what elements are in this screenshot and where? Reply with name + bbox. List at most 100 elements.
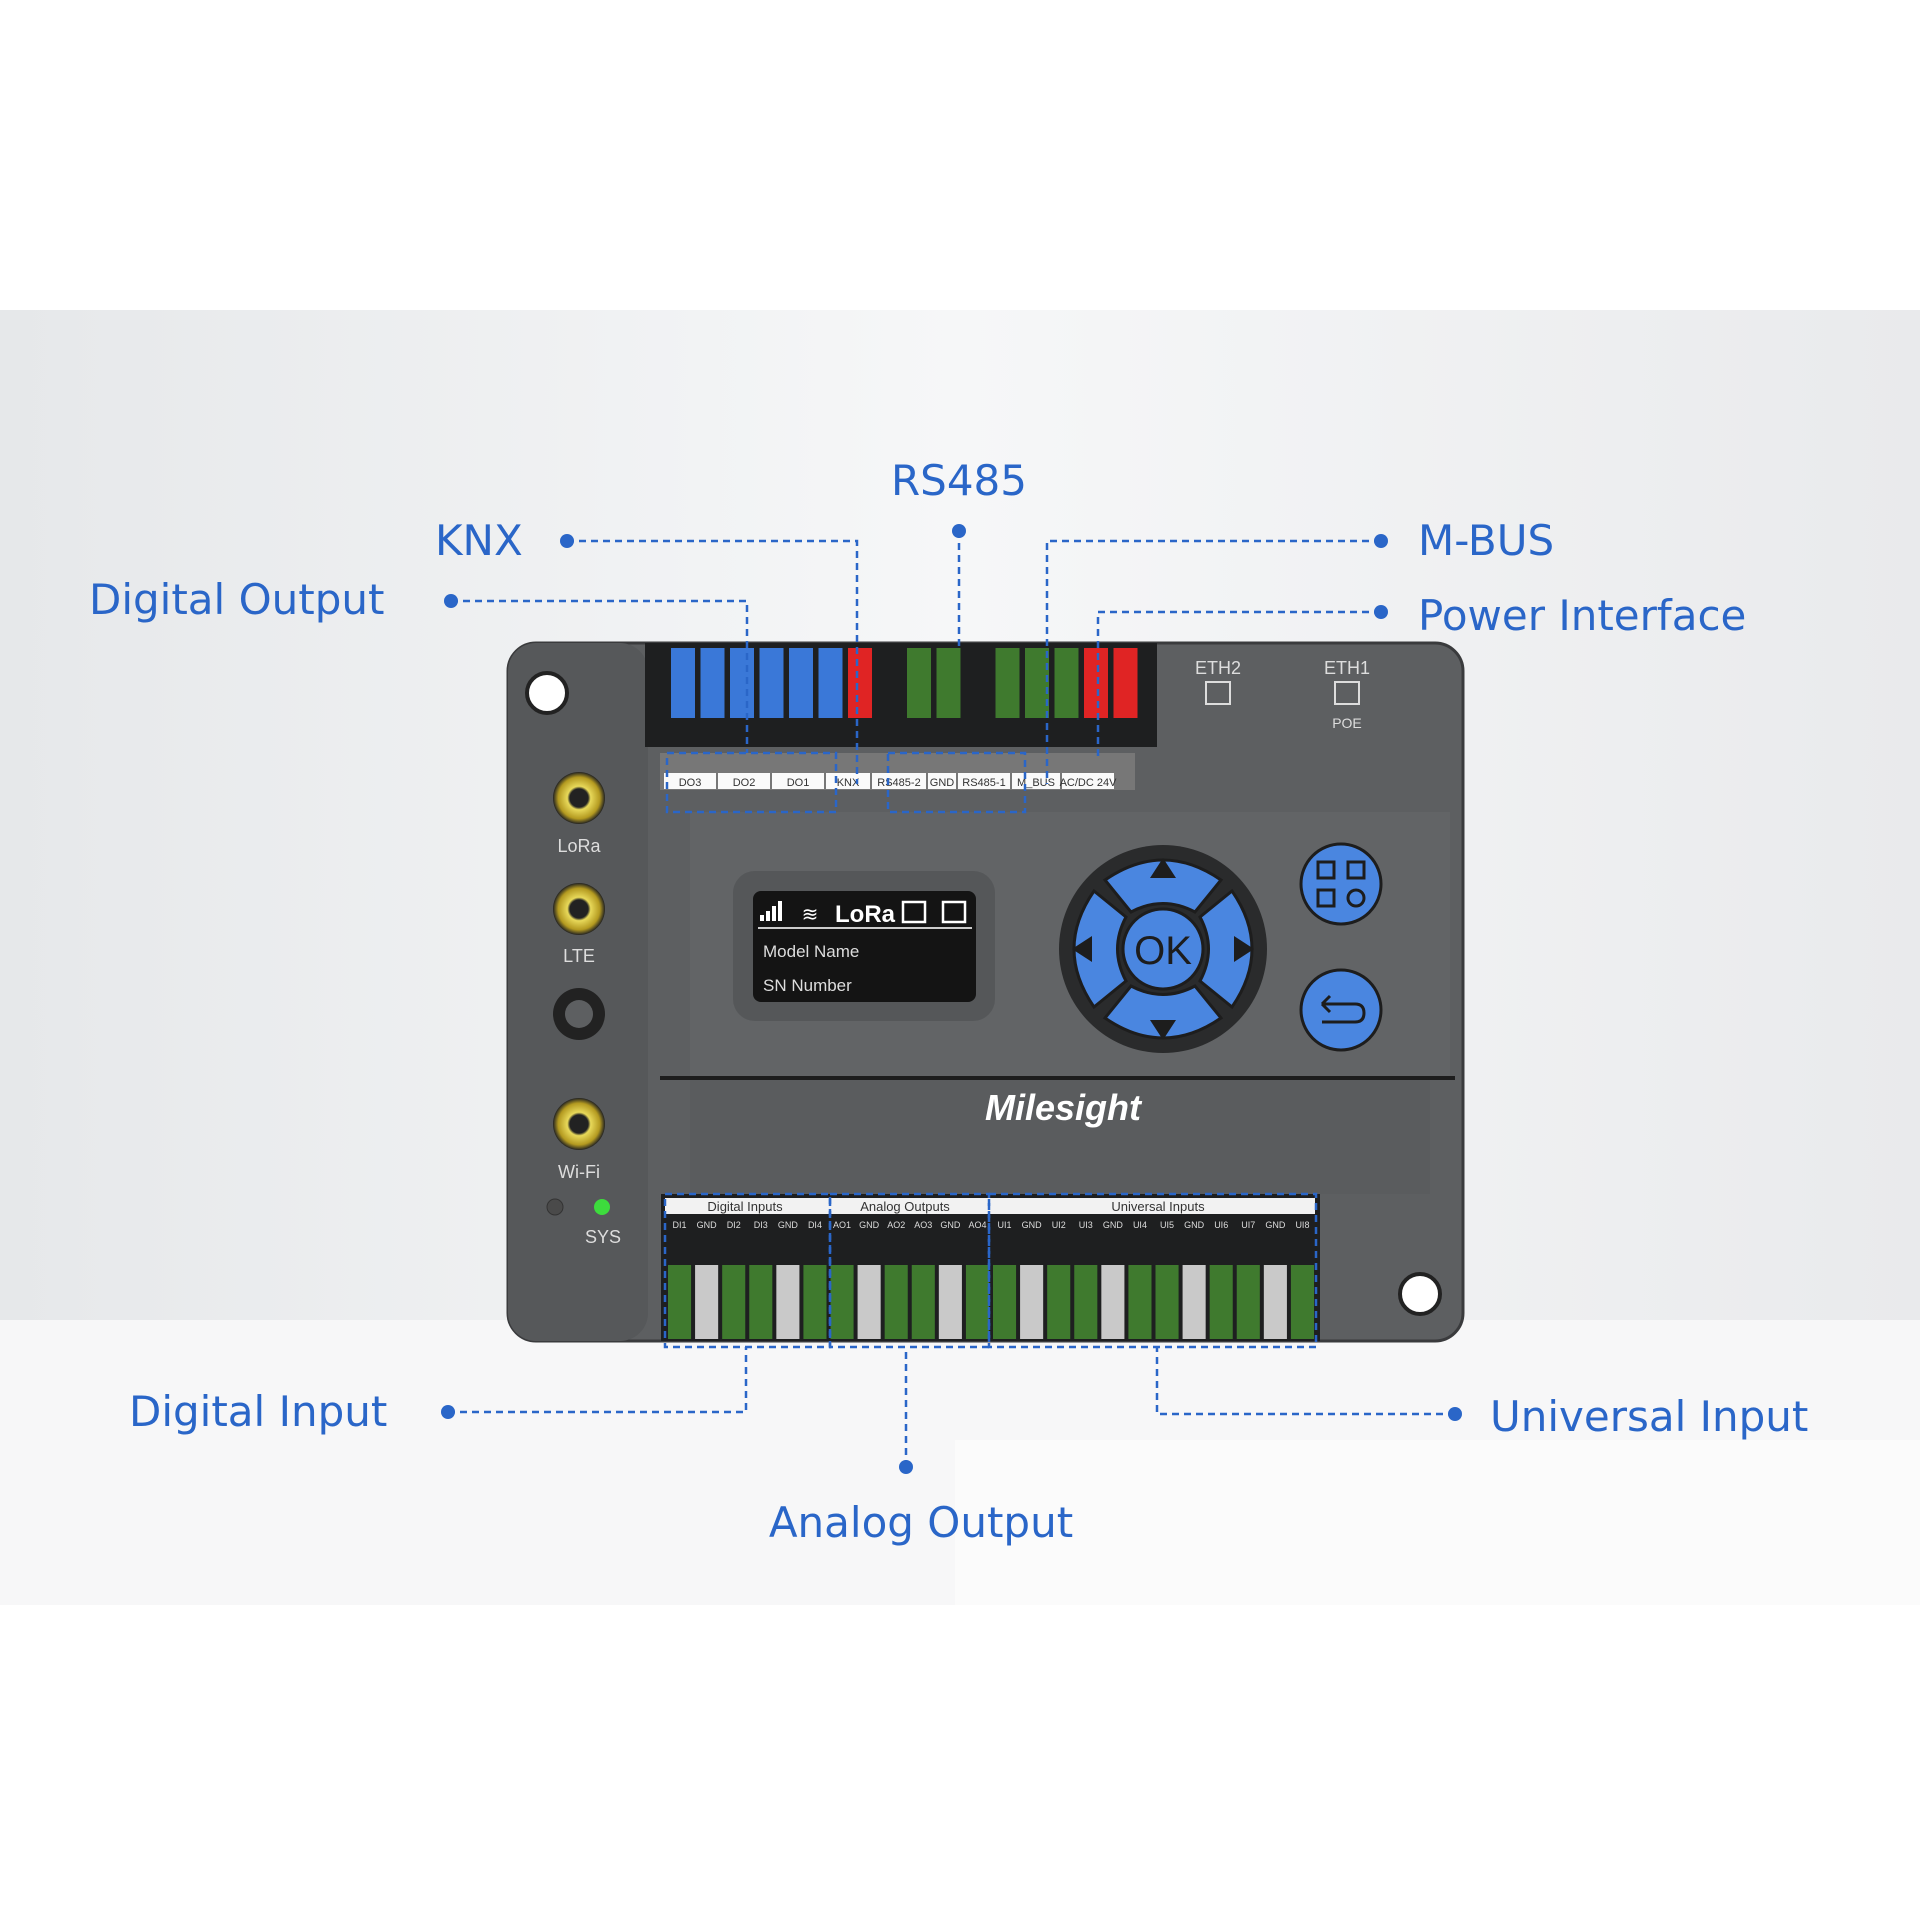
terminal-pin <box>848 648 872 718</box>
sys-led-icon <box>594 1199 610 1215</box>
terminal-label: RS485-1 <box>962 777 1005 789</box>
terminal-pin <box>1290 1265 1314 1339</box>
terminal-pin <box>1101 1265 1125 1339</box>
terminal-label-box <box>872 773 926 789</box>
terminal-label: DO1 <box>787 777 810 789</box>
callout-digital-input: Digital Input <box>129 1387 387 1436</box>
terminal-pin <box>730 648 754 718</box>
universal-input-leader <box>1155 1347 1455 1416</box>
pin-label: DI3 <box>754 1220 768 1230</box>
terminal-pin <box>938 1265 962 1339</box>
terminal-label-box <box>928 773 956 789</box>
d-pad: OK <box>1059 845 1267 1053</box>
left-arrow-icon <box>1072 936 1092 962</box>
callout-analog-output: Analog Output <box>769 1498 1073 1547</box>
screen-sn-number: SN Number <box>763 976 852 995</box>
lcd-screen <box>753 891 976 1002</box>
terminal-pin <box>965 1265 989 1339</box>
callout-digital-output: Digital Output <box>89 575 384 624</box>
eth2-label: ETH2 <box>1195 658 1241 678</box>
terminal-pin <box>830 1265 854 1339</box>
pin-label: AO4 <box>968 1220 986 1230</box>
pin-label: GND <box>697 1220 718 1230</box>
terminal-pin <box>749 1265 773 1339</box>
terminal-pin <box>1128 1265 1152 1339</box>
lte-antenna-connector <box>553 883 605 935</box>
terminal-label: KNX <box>837 777 860 789</box>
back-button[interactable] <box>1299 968 1383 1052</box>
left-button[interactable] <box>1072 888 1128 1010</box>
pin-label: UI1 <box>998 1220 1012 1230</box>
terminal-pin <box>936 648 961 718</box>
top-terminal-pins <box>671 648 1138 718</box>
back-arrow-icon <box>1320 994 1366 1024</box>
group-label-digital-inputs: Digital Inputs <box>707 1199 783 1214</box>
terminal-pin <box>722 1265 746 1339</box>
screen-model-name: Model Name <box>763 942 859 961</box>
terminal-pin <box>1074 1265 1098 1339</box>
menu-button[interactable] <box>1299 842 1383 926</box>
terminal-label: DO3 <box>679 777 702 789</box>
poe-label: POE <box>1332 715 1362 731</box>
eth-icon <box>901 900 927 924</box>
pin-label: DI1 <box>673 1220 687 1230</box>
terminal-pin <box>993 1265 1017 1339</box>
terminal-label-box <box>772 773 824 789</box>
terminal-label: AC/DC 24V <box>1060 777 1118 789</box>
terminal-pin <box>907 648 931 718</box>
signal-icon <box>760 901 782 921</box>
digital-input-highlight <box>663 1192 832 1349</box>
terminal-pin <box>1113 648 1138 718</box>
terminal-pin <box>789 648 813 718</box>
down-arrow-icon <box>1150 1020 1176 1040</box>
right-button[interactable] <box>1198 888 1254 1010</box>
wifi-label: Wi-Fi <box>558 1162 600 1182</box>
terminal-pin <box>911 1265 935 1339</box>
down-button[interactable] <box>1102 984 1224 1040</box>
eth-icon <box>941 900 967 924</box>
power-leader <box>1096 610 1381 759</box>
up-arrow-icon <box>1150 858 1176 878</box>
eth2-port-icon[interactable] <box>1205 681 1231 705</box>
terminal-label-box <box>958 773 1010 789</box>
pin-label: DI4 <box>808 1220 822 1230</box>
m-bus-leader <box>1045 539 1381 784</box>
up-button[interactable] <box>1102 858 1224 914</box>
terminal-label: DO2 <box>733 777 756 789</box>
callout-universal-input: Universal Input <box>1490 1392 1808 1441</box>
pin-label: AO1 <box>833 1220 851 1230</box>
callout-power-interface: Power Interface <box>1418 591 1746 640</box>
right-arrow-icon <box>1234 936 1254 962</box>
eth1-label: ETH1 <box>1324 658 1370 678</box>
callout-rs485: RS485 <box>891 456 1027 505</box>
pin-label: GND <box>940 1220 961 1230</box>
terminal-label: GND <box>930 777 955 789</box>
pin-label: AO3 <box>914 1220 932 1230</box>
led-icon <box>546 1198 564 1216</box>
pin-label: UI5 <box>1160 1220 1174 1230</box>
terminal-pin <box>1084 648 1108 718</box>
sys-label: SYS <box>585 1227 621 1247</box>
eth1-port-icon[interactable] <box>1334 681 1360 705</box>
pin-label: GND <box>1103 1220 1124 1230</box>
mount-hole-icon <box>1398 1272 1442 1316</box>
terminal-pin <box>1047 1265 1071 1339</box>
group-label-analog-outputs: Analog Outputs <box>860 1199 950 1214</box>
pin-label: AO2 <box>887 1220 905 1230</box>
pin-label: GND <box>1265 1220 1286 1230</box>
terminal-pin <box>1209 1265 1233 1339</box>
lora-antenna-connector <box>553 772 605 824</box>
pin-label: UI7 <box>1241 1220 1255 1230</box>
pin-label: GND <box>778 1220 799 1230</box>
terminal-pin <box>1263 1265 1287 1339</box>
wifi-icon: ≋ <box>802 904 819 926</box>
terminal-pin <box>1025 648 1049 718</box>
terminal-pin <box>857 1265 881 1339</box>
terminal-pin <box>1182 1265 1206 1339</box>
ok-button[interactable] <box>1121 907 1205 991</box>
pin-label: UI2 <box>1052 1220 1066 1230</box>
